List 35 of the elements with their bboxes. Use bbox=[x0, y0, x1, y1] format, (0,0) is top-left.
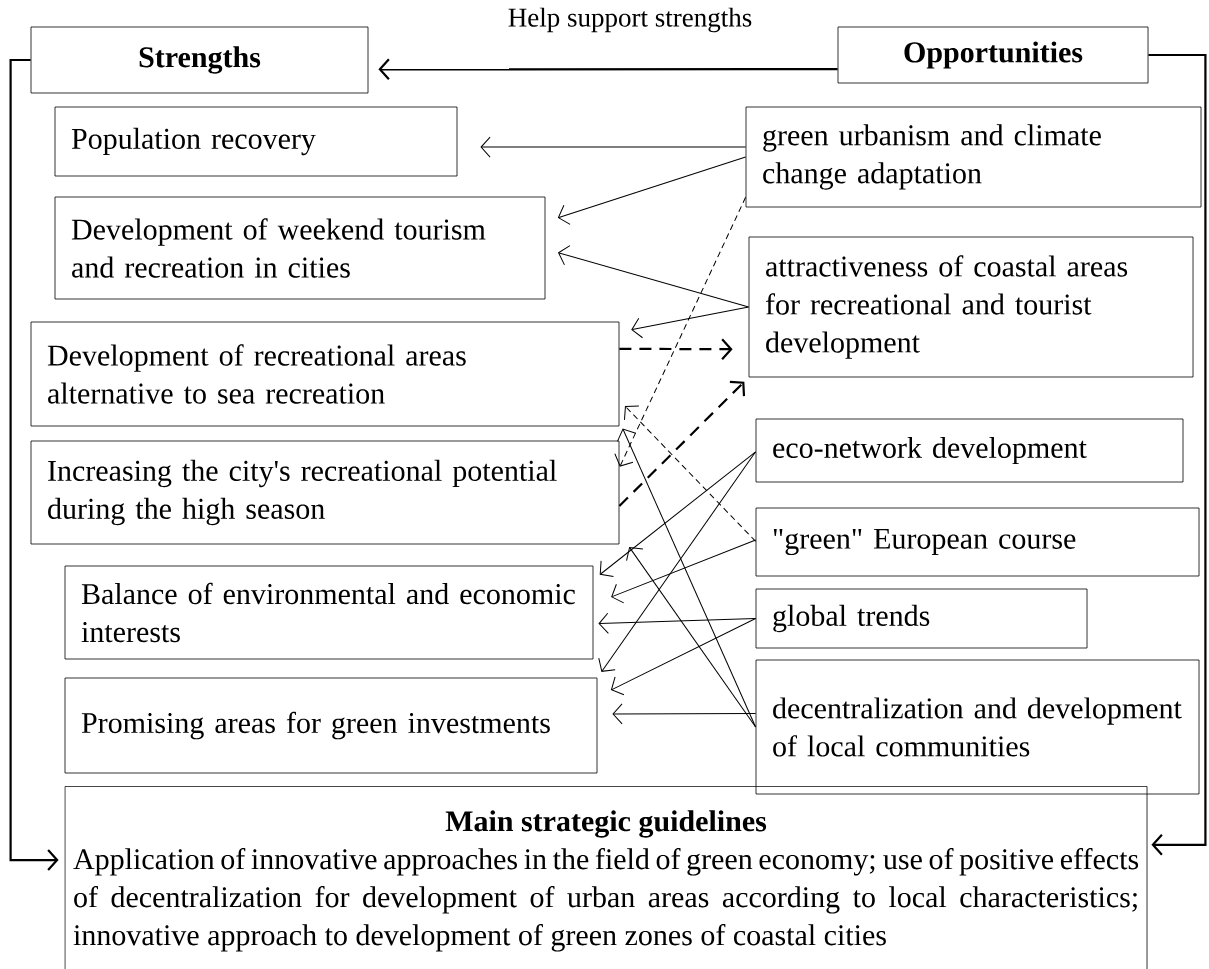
text-box: global trends bbox=[755, 588, 1088, 649]
text-box: attractiveness of coastal areas for recreational and tourist development bbox=[748, 236, 1194, 378]
text-box: Balance of environmental and economic interests bbox=[64, 565, 594, 660]
arrow bbox=[9, 58, 59, 871]
heading-box: Opportunities bbox=[837, 26, 1149, 84]
arrow bbox=[558, 245, 750, 308]
arrow bbox=[624, 405, 757, 542]
guidelines-box: Main strategic guidelines Application of innovative approaches in the field of green economy; use of positive effects of decentralization for development of urban areas according to local characteristics; innovative approach to development of green zones of coastal cities bbox=[64, 786, 1148, 969]
arrow bbox=[598, 612, 757, 634]
arrow bbox=[619, 338, 733, 360]
text-box: Promising areas for green investments bbox=[64, 677, 598, 774]
heading-box: Strengths bbox=[30, 26, 369, 94]
arrow bbox=[610, 618, 757, 696]
arrow bbox=[631, 306, 750, 339]
arrow bbox=[599, 451, 757, 578]
arrow bbox=[1148, 53, 1207, 856]
arrow bbox=[598, 451, 757, 672]
text-box: Increasing the city's recreational potential during the high season bbox=[30, 440, 620, 545]
text-box: Population recovery bbox=[54, 106, 458, 177]
text-box: eco-network development bbox=[755, 418, 1184, 483]
arrow bbox=[626, 546, 757, 728]
text-box: green urbanism and climate change adaptation bbox=[745, 106, 1202, 208]
text-box: "green" European course bbox=[755, 507, 1200, 577]
text-box: Development of weekend tourism and recreation in cities bbox=[54, 196, 546, 300]
arrow bbox=[618, 380, 746, 507]
arrow bbox=[378, 58, 838, 81]
arrow bbox=[557, 156, 747, 225]
arrow bbox=[611, 539, 757, 604]
arrow bbox=[612, 703, 757, 725]
arrow bbox=[616, 428, 757, 728]
text-box: Development of recreational areas alternative to sea recreation bbox=[30, 321, 620, 427]
edge-label: Help support strengths bbox=[505, 5, 755, 35]
text-box: decentralization and development of local communities bbox=[755, 659, 1200, 795]
arrow bbox=[480, 136, 747, 158]
arrow bbox=[614, 196, 747, 467]
